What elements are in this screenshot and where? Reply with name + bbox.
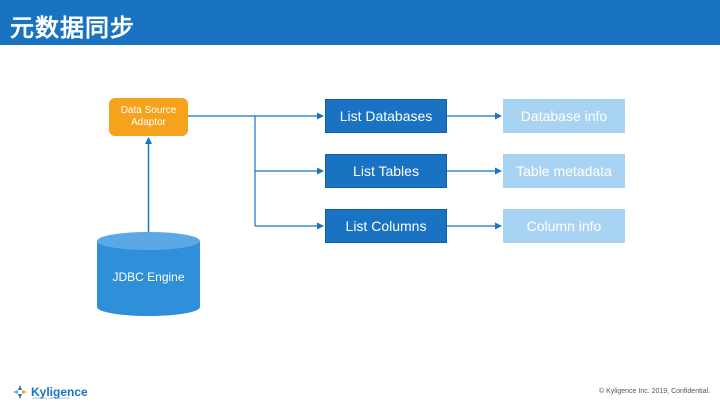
kyligence-logo: Kyligence	[12, 384, 88, 400]
list-tables-node: List Tables	[325, 154, 447, 188]
copyright-text: © Kyligence Inc. 2019, Confidential.	[598, 388, 710, 395]
adaptor-label-line1: Data Source	[120, 105, 177, 116]
list-databases-node: List Databases	[325, 99, 447, 133]
database-info-node: Database info	[503, 99, 625, 133]
jdbc-engine-label: JDBC Engine	[112, 270, 185, 284]
kyligence-logo-icon	[13, 385, 27, 399]
data-source-adaptor-node: Data Source Adaptor	[109, 98, 188, 136]
adaptor-label-line2: Adaptor	[130, 117, 167, 128]
page-title: 元数据同步	[10, 14, 135, 42]
list-columns-node: List Columns	[325, 209, 447, 243]
column-info-node: Column info	[503, 209, 625, 243]
brand-name: Kyligence	[31, 385, 88, 399]
jdbc-engine-cylinder	[97, 232, 200, 316]
title-bar: 元数据同步	[0, 0, 720, 45]
table-metadata-node: Table metadata	[503, 154, 625, 188]
brand-tagline: unleash big data productivity	[32, 396, 71, 400]
